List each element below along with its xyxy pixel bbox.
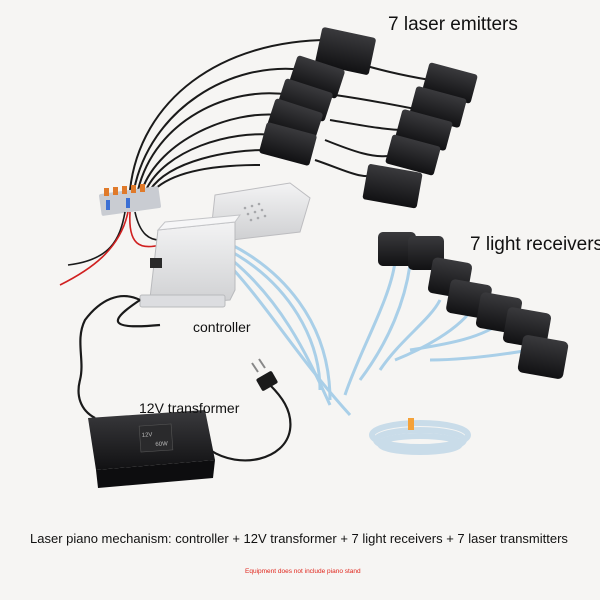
emitter-cables	[129, 39, 431, 191]
receiver-module	[378, 232, 416, 266]
ribbon-coil	[369, 420, 471, 455]
light-receivers-label: 7 light receivers	[470, 234, 600, 255]
laser-emitters-label: 7 laser emitters	[388, 14, 518, 35]
ac-plug	[251, 358, 278, 391]
ribbon-tie	[408, 418, 414, 430]
dc-cable	[77, 295, 161, 419]
controller-box	[139, 214, 242, 308]
terminal-block	[99, 184, 161, 216]
emitter-module	[362, 164, 423, 209]
transformer-power-print: 60W	[155, 441, 168, 448]
transformer-voltage-print: 12V	[142, 432, 153, 439]
emitter-module	[259, 122, 317, 166]
caption-text: Laser piano mechanism: controller + 12V …	[30, 531, 568, 546]
speaker	[211, 182, 311, 241]
emitter-module	[385, 134, 441, 176]
transformer-label: 12V transformer	[139, 400, 240, 416]
ac-cord	[209, 384, 292, 462]
laser-emitter-modules	[259, 27, 478, 209]
emitter-module	[315, 27, 376, 75]
receiver-module	[517, 335, 569, 379]
light-receiver-modules	[378, 232, 569, 379]
power-wires	[59, 211, 161, 286]
controller-label: controller	[193, 319, 251, 335]
transformer: 12V 60W	[88, 410, 215, 488]
disclaimer-note: Equipment does not include piano stand	[245, 568, 361, 575]
ribbon-cables	[230, 243, 531, 417]
